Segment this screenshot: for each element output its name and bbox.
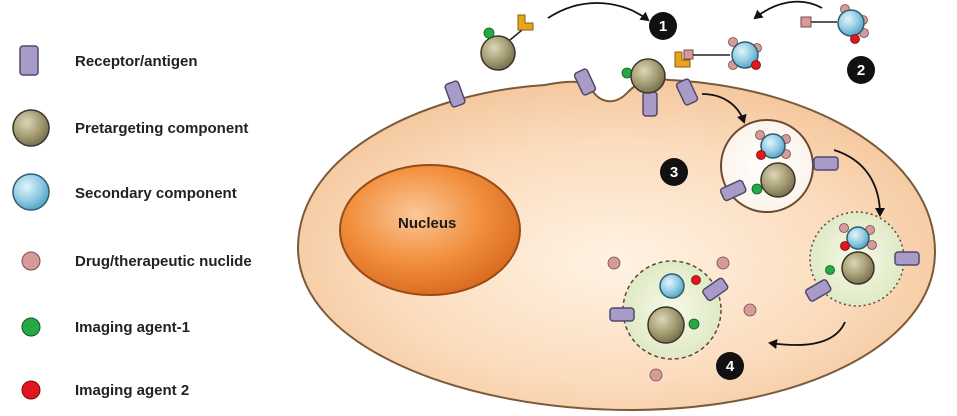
legend: Receptor/antigen Pretargeting component … — [12, 45, 252, 400]
lysosome — [609, 260, 729, 360]
drug-nuclide-icon — [755, 130, 765, 140]
receptor-binder-icon — [683, 49, 694, 60]
legend-label-secondary: Secondary component — [75, 185, 237, 202]
imaging-agent-1-icon — [483, 27, 495, 39]
secondary-complex-free — [800, 4, 869, 44]
imaging-agent-2-icon — [751, 60, 761, 70]
drug-nuclide-icon — [21, 251, 41, 271]
legend-item-drug: Drug/therapeutic nuclide — [21, 251, 252, 271]
bound-complex — [621, 37, 762, 94]
secondary-component-icon — [760, 133, 786, 159]
pretargeting-component-icon — [647, 306, 685, 344]
imaging-agent-1-icon — [751, 183, 763, 195]
imaging-agent-1-icon — [688, 318, 700, 330]
late-endosome — [804, 211, 920, 307]
imaging-agent-2-icon — [21, 380, 41, 400]
receptor-icon — [894, 251, 920, 266]
endosome — [719, 119, 839, 213]
hapten-icon — [517, 14, 534, 31]
legend-item-pretargeting: Pretargeting component — [12, 109, 248, 147]
secondary-component-icon — [12, 173, 50, 211]
receptor-icon — [642, 91, 658, 117]
drug-nuclide-icon — [867, 240, 877, 250]
legend-label-imaging1: Imaging agent-1 — [75, 319, 190, 336]
pretargeting-complex-free — [480, 14, 534, 71]
receptor-binder-icon — [800, 16, 812, 28]
step-label-2: 2 — [857, 62, 865, 79]
legend-item-receptor: Receptor/antigen — [19, 45, 198, 76]
released-drug-nuclides — [607, 256, 757, 382]
nucleus: Nucleus — [339, 164, 521, 296]
drug-nuclide-icon — [743, 303, 757, 317]
imaging-agent-2-icon — [840, 241, 850, 251]
step-badge-2: 2 — [847, 56, 875, 84]
pretargeting-component-icon — [841, 251, 875, 285]
receptor-icon — [675, 78, 699, 106]
legend-item-imaging1: Imaging agent-1 — [21, 317, 190, 337]
secondary-component-icon — [837, 9, 865, 37]
legend-label-receptor: Receptor/antigen — [75, 53, 198, 70]
receptor-icon — [573, 68, 597, 96]
legend-label-imaging2: Imaging agent 2 — [75, 382, 189, 399]
imaging-agent-2-icon — [756, 150, 766, 160]
receptor-icon — [804, 279, 832, 302]
arrow-to-lysosome — [768, 321, 846, 349]
receptor-icon — [609, 307, 635, 322]
imaging-agent-1-icon — [21, 317, 41, 337]
pretargeting-component-icon — [480, 35, 516, 71]
receptor-icon — [719, 179, 747, 202]
legend-label-drug: Drug/therapeutic nuclide — [75, 253, 252, 270]
arrow-step-2 — [753, 0, 823, 20]
pretargeting-component-icon — [760, 162, 796, 198]
step-label-3: 3 — [670, 164, 678, 181]
arrow-to-late-endosome — [833, 149, 885, 217]
drug-nuclide-icon — [716, 256, 730, 270]
imaging-agent-2-icon — [850, 34, 860, 44]
hapten-icon — [674, 51, 691, 68]
arrow-step-1 — [547, 2, 650, 22]
pretargeting-component-icon — [630, 58, 666, 94]
step-label-1: 1 — [659, 18, 667, 35]
receptor-icon — [444, 80, 466, 108]
secondary-component-icon — [659, 273, 685, 299]
endosome-membrane — [720, 119, 814, 213]
pretargeting-component-icon — [12, 109, 50, 147]
drug-nuclide-icon — [607, 256, 621, 270]
drug-nuclide-icon — [649, 368, 663, 382]
receptor-icon — [813, 156, 839, 171]
imaging-agent-1-icon — [825, 265, 835, 275]
step-badge-3: 3 — [660, 158, 688, 186]
nucleus-body — [339, 164, 521, 296]
step-label-4: 4 — [726, 358, 735, 375]
imaging-agent-2-icon — [691, 275, 701, 285]
secondary-component-icon — [846, 226, 870, 250]
drug-nuclide-icon — [728, 37, 738, 47]
receptor-icon — [702, 277, 729, 302]
step-badge-1: 1 — [649, 12, 677, 40]
arrow-internalization — [701, 93, 747, 124]
legend-item-secondary: Secondary component — [12, 173, 237, 211]
receptor-icon — [19, 45, 39, 76]
nucleus-label: Nucleus — [398, 215, 456, 232]
legend-item-imaging2: Imaging agent 2 — [21, 380, 189, 400]
legend-label-pretargeting: Pretargeting component — [75, 120, 248, 137]
step-badge-4: 4 — [716, 352, 744, 380]
secondary-component-icon — [731, 41, 759, 69]
drug-nuclide-icon — [839, 223, 849, 233]
